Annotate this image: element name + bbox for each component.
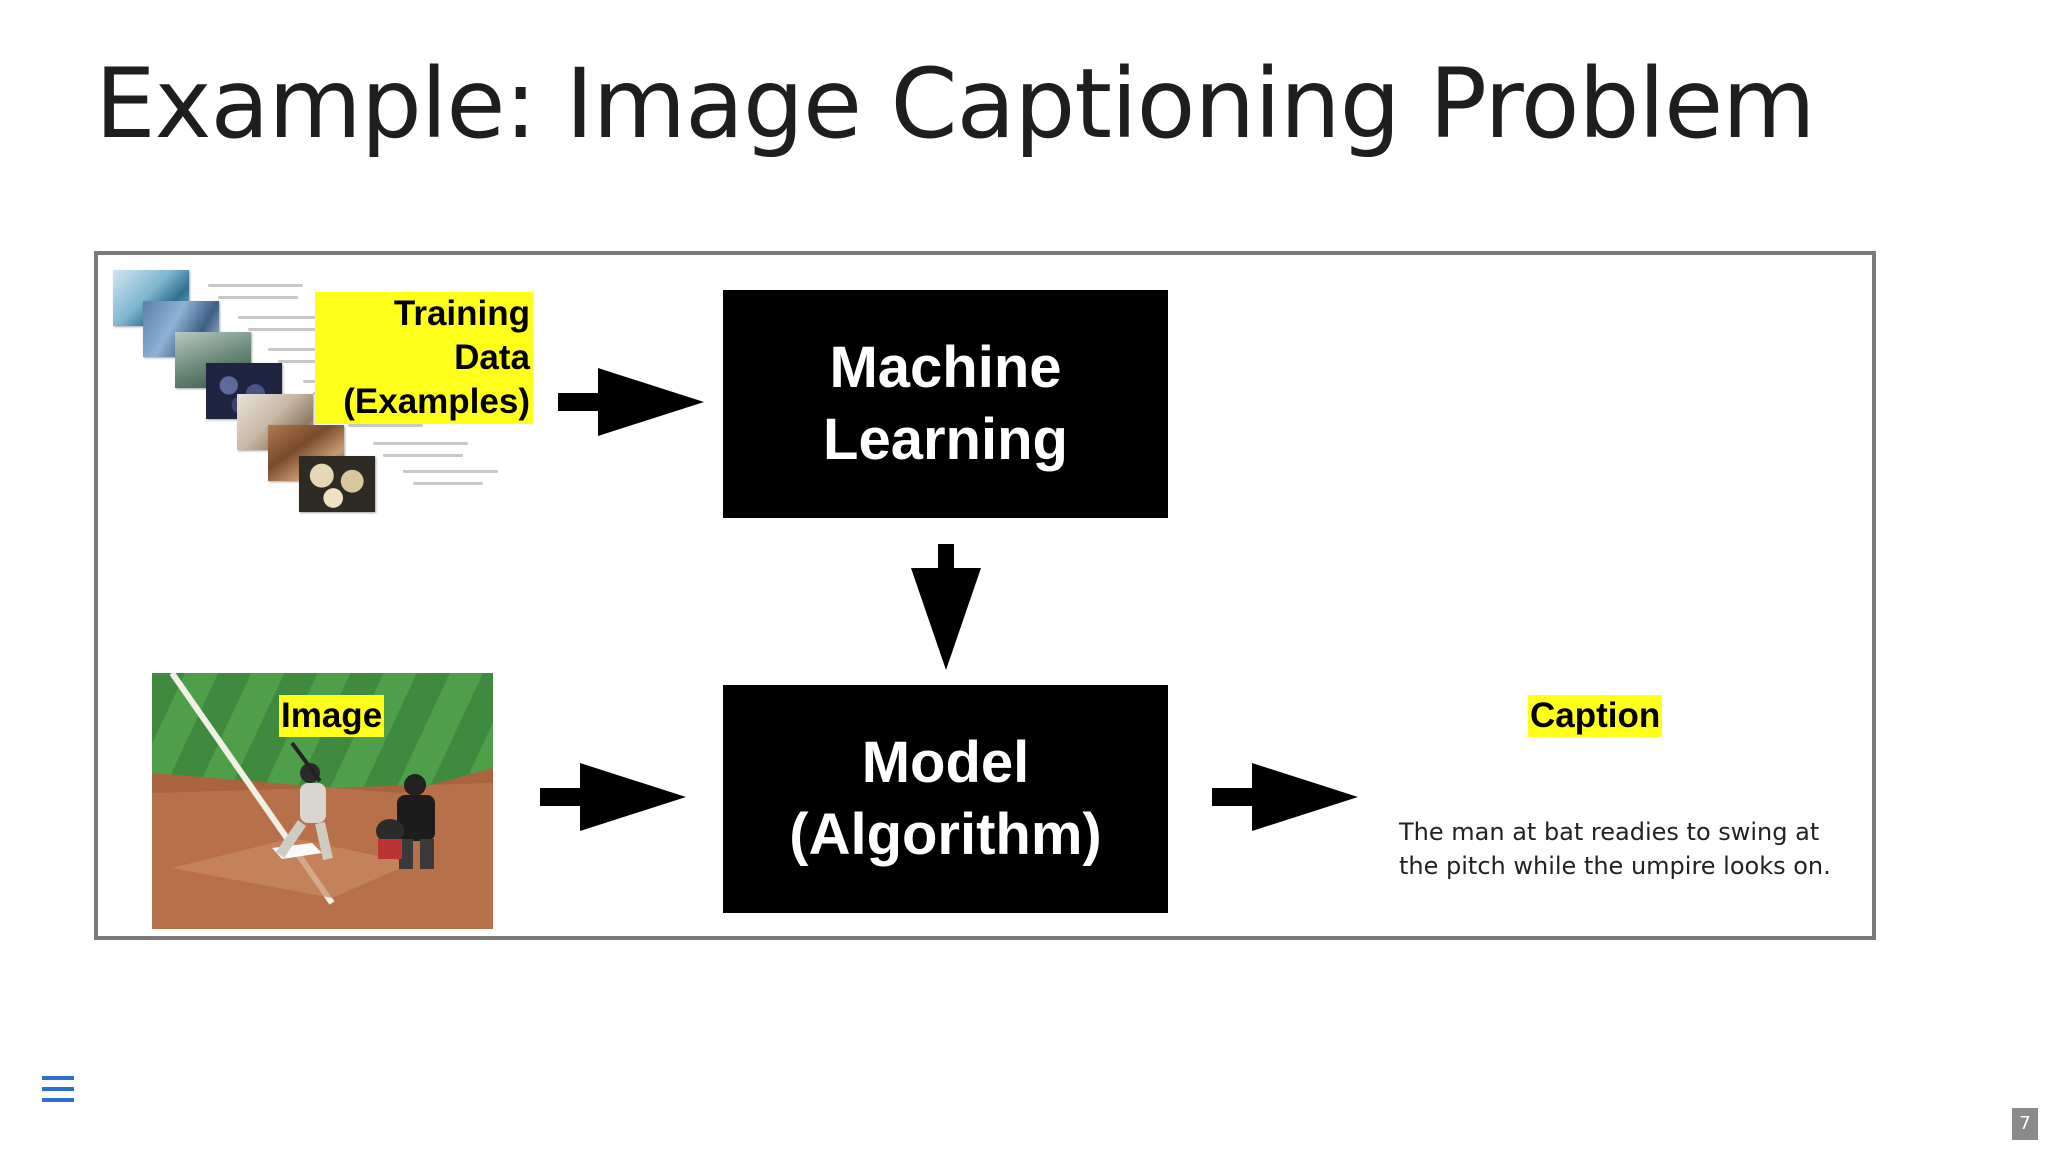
caption-text: The man at bat readies to swing at the p…: [1399, 818, 1831, 880]
model-box: Model (Algorithm): [723, 685, 1168, 913]
training-data-label: Training Data (Examples): [315, 292, 533, 424]
hamburger-menu-icon[interactable]: [42, 1074, 74, 1104]
image-label: Image: [279, 695, 385, 737]
training-data-label-line1: Training Data: [393, 294, 530, 377]
arrow-image-to-model: [540, 763, 686, 831]
model-line2: (Algorithm): [789, 802, 1102, 867]
machine-learning-box: Machine Learning: [723, 290, 1168, 518]
page-number: 7: [2012, 1108, 2038, 1140]
machine-learning-line2: Learning: [823, 407, 1068, 472]
training-data-thumbnails: Training Data (Examples): [113, 270, 533, 515]
arrow-ml-to-model: [911, 544, 981, 670]
arrow-model-to-caption: [1212, 763, 1358, 831]
slide-title: Example: Image Captioning Problem: [95, 48, 1816, 160]
model-line1: Model: [861, 730, 1030, 795]
machine-learning-line1: Machine: [829, 335, 1062, 400]
thumbnail-shells: [299, 456, 375, 512]
arrow-training-to-ml: [558, 368, 704, 436]
caption-label: Caption: [1528, 695, 1663, 737]
training-data-label-line2: (Examples): [343, 382, 530, 421]
diagram-frame: Training Data (Examples) Machine Learnin…: [94, 251, 1876, 940]
baseball-image: Image: [152, 673, 493, 929]
